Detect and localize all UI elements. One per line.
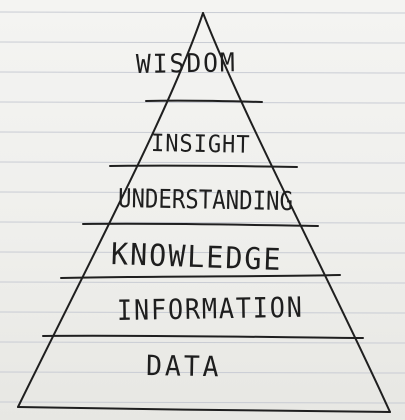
level-label-understanding: UNDERSTANDING [117,184,294,218]
ruled-line [0,41,405,44]
ruled-line [0,401,405,404]
level-label-knowledge: KNOWLEDGE [110,237,284,278]
ruled-line [0,341,405,344]
ruled-line [0,371,405,374]
ruled-line [0,311,405,314]
ruled-line [0,221,405,224]
divider-wisdom-insight [145,99,263,103]
ruled-line [0,101,405,104]
level-label-information: INFORMATION [116,290,304,327]
ruled-line [0,131,405,134]
pyramid-left-edge [17,12,204,408]
divider-insight-understanding [109,164,298,168]
divider-knowledge-information [60,274,341,279]
level-label-data: DATA [145,349,222,384]
ruled-line [0,191,405,194]
level-label-insight: INSIGHT [150,129,251,159]
divider-information-data [42,334,364,339]
divider-understanding-knowledge [82,222,319,227]
ruled-line [0,251,405,254]
ruled-line [0,71,405,74]
ruled-line [0,281,405,284]
ruled-line [0,161,405,164]
pyramid-right-edge [202,12,391,413]
level-label-wisdom: WISDOM [135,48,237,80]
pyramid-base-line [17,406,391,413]
